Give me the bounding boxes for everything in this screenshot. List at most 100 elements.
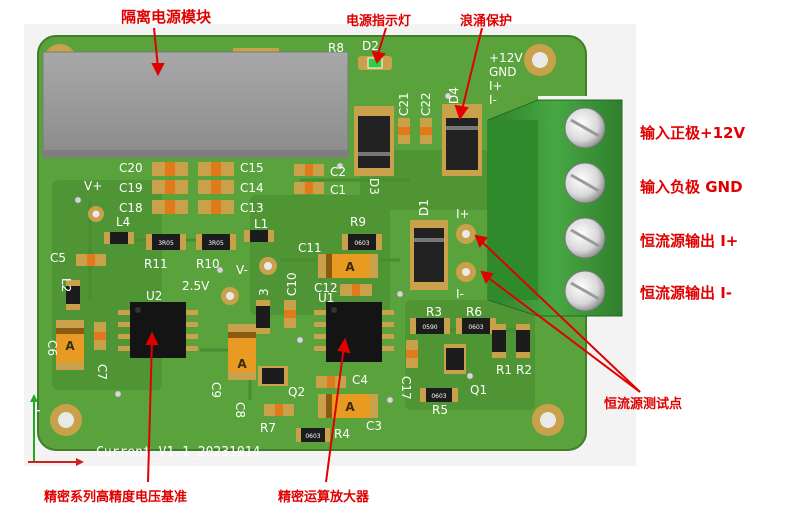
r6-marking: 0603 [468, 324, 483, 331]
label-c1: C1 [330, 183, 346, 197]
label-c20: C20 [119, 161, 143, 175]
r3-marking: 0590 [422, 324, 437, 331]
label-d3: D3 [367, 178, 381, 195]
label-r11: R11 [144, 257, 168, 271]
label-c7: C7 [95, 364, 109, 380]
resistor-markings: 3R05 3R05 0603 0590 0603 0603 0603 [158, 240, 484, 440]
board-title: Current_V1.1_20231014 [96, 445, 261, 460]
tantalum-a-c6: A [65, 339, 75, 353]
tantalum-capacitors [56, 254, 378, 418]
origin-axes [28, 394, 84, 466]
label-c15: C15 [240, 161, 264, 175]
label-c2: C2 [330, 165, 346, 179]
annotation-precision-reference: 精密系列高精度电压基准 [44, 490, 188, 505]
label-u2: U2 [146, 289, 162, 303]
label-r8: R8 [328, 41, 344, 55]
annotation-surge-protection: 浪涌保护 [460, 14, 513, 29]
label-c6: C6 [45, 340, 59, 356]
r9-marking: 0603 [354, 240, 369, 247]
label-r4: R4 [334, 427, 350, 441]
label-r10: R10 [196, 257, 220, 271]
label-c12: C12 [314, 281, 338, 295]
smd-capacitors [76, 118, 432, 416]
label-c3: C3 [366, 419, 382, 433]
label-c13: C13 [240, 201, 264, 215]
label-c11: C11 [298, 241, 322, 255]
label-v25: 2.5V [182, 279, 210, 293]
label-iminus-tp: I- [456, 287, 464, 301]
label-q1: Q1 [470, 383, 487, 397]
label-c17: C17 [399, 376, 413, 400]
label-d2: D2 [362, 39, 379, 53]
ic-u2-voltage-reference [118, 302, 198, 358]
transistor-q1 [444, 344, 466, 374]
label-c18: C18 [119, 201, 143, 215]
label-c5: C5 [50, 251, 66, 265]
tantalum-markings: A A A A [65, 260, 355, 414]
annotation-input-positive: 输入正极+12V [640, 124, 746, 142]
label-c19: C19 [119, 181, 143, 195]
pin-label-gnd: GND [489, 65, 517, 79]
label-r3: R3 [426, 305, 442, 319]
tantalum-a-c3: A [345, 400, 355, 414]
tantalum-a-c9: A [237, 357, 247, 371]
transistor-q2 [258, 366, 288, 386]
pin-label-iminus: I- [489, 93, 497, 107]
label-c4: C4 [352, 373, 368, 387]
label-r9: R9 [350, 215, 366, 229]
label-r2: R2 [516, 363, 532, 377]
annotation-source-out-minus: 恒流源输出 I- [640, 284, 733, 302]
label-iplus-tp: I+ [456, 207, 470, 221]
smd-resistors [66, 230, 530, 442]
label-q2: Q2 [288, 385, 305, 399]
test-points-aux [88, 206, 277, 305]
annotation-test-point: 恒流源测试点 [604, 397, 683, 412]
label-l4: L4 [116, 215, 130, 229]
label-l1: L1 [254, 217, 268, 231]
label-c9: C9 [209, 382, 223, 398]
r5-marking: 0603 [431, 393, 446, 400]
label-l2: L2 [59, 278, 73, 292]
label-vplus: V+ [84, 179, 102, 193]
label-c10: C10 [285, 272, 299, 296]
label-r6: R6 [466, 305, 482, 319]
r10-marking: 3R05 [208, 240, 224, 247]
tantalum-a-c11: A [345, 260, 355, 274]
label-r1: R1 [496, 363, 512, 377]
test-point-iminus [456, 262, 476, 282]
test-point-iplus [456, 224, 476, 244]
annotation-precision-opamp: 精密运算放大器 [278, 490, 370, 505]
r4-marking: 0603 [305, 433, 320, 440]
diode-d3 [354, 106, 394, 176]
diode-d4 [442, 104, 482, 176]
label-c22: C22 [419, 92, 433, 116]
label-r7: R7 [260, 421, 276, 435]
diode-d1 [410, 220, 448, 290]
label-u1: U1 [318, 291, 334, 305]
label-c14: C14 [240, 181, 264, 195]
silkscreen-vertical-labels: C21 C22 D4 D3 D1 L2 C7 C6 C9 C8 C10 3 C1… [30, 87, 461, 418]
silkscreen-designators: R8 D2 +12V GND I+ I- C20 C19 C18 C15 C14… [36, 39, 532, 483]
annotation-power-led: 电源指示灯 [346, 14, 412, 29]
label-r5: R5 [432, 403, 448, 417]
label-c8: C8 [233, 402, 247, 418]
axis-y-label: Y [30, 407, 43, 415]
label-d4: D4 [447, 87, 461, 104]
ic-u1-precision-opamp [314, 302, 394, 362]
label-c9-small: 3 [257, 288, 271, 296]
r11-marking: 3R05 [158, 240, 174, 247]
screw-terminal-block [487, 99, 623, 317]
annotation-input-negative: 输入负极 GND [640, 178, 743, 196]
label-vminus: V- [236, 263, 248, 277]
pin-label-iplus: I+ [489, 79, 503, 93]
label-c21: C21 [397, 92, 411, 116]
annotation-arrows [145, 27, 641, 483]
vias [74, 92, 474, 404]
annotation-source-out-plus: 恒流源输出 I+ [640, 232, 739, 250]
axis-x-label: X [36, 470, 44, 483]
annotation-isolated-power: 隔离电源模块 [121, 8, 212, 26]
label-d1: D1 [417, 199, 431, 216]
pin-label-12v: +12V [489, 51, 523, 65]
isolated-power-module [42, 48, 349, 158]
